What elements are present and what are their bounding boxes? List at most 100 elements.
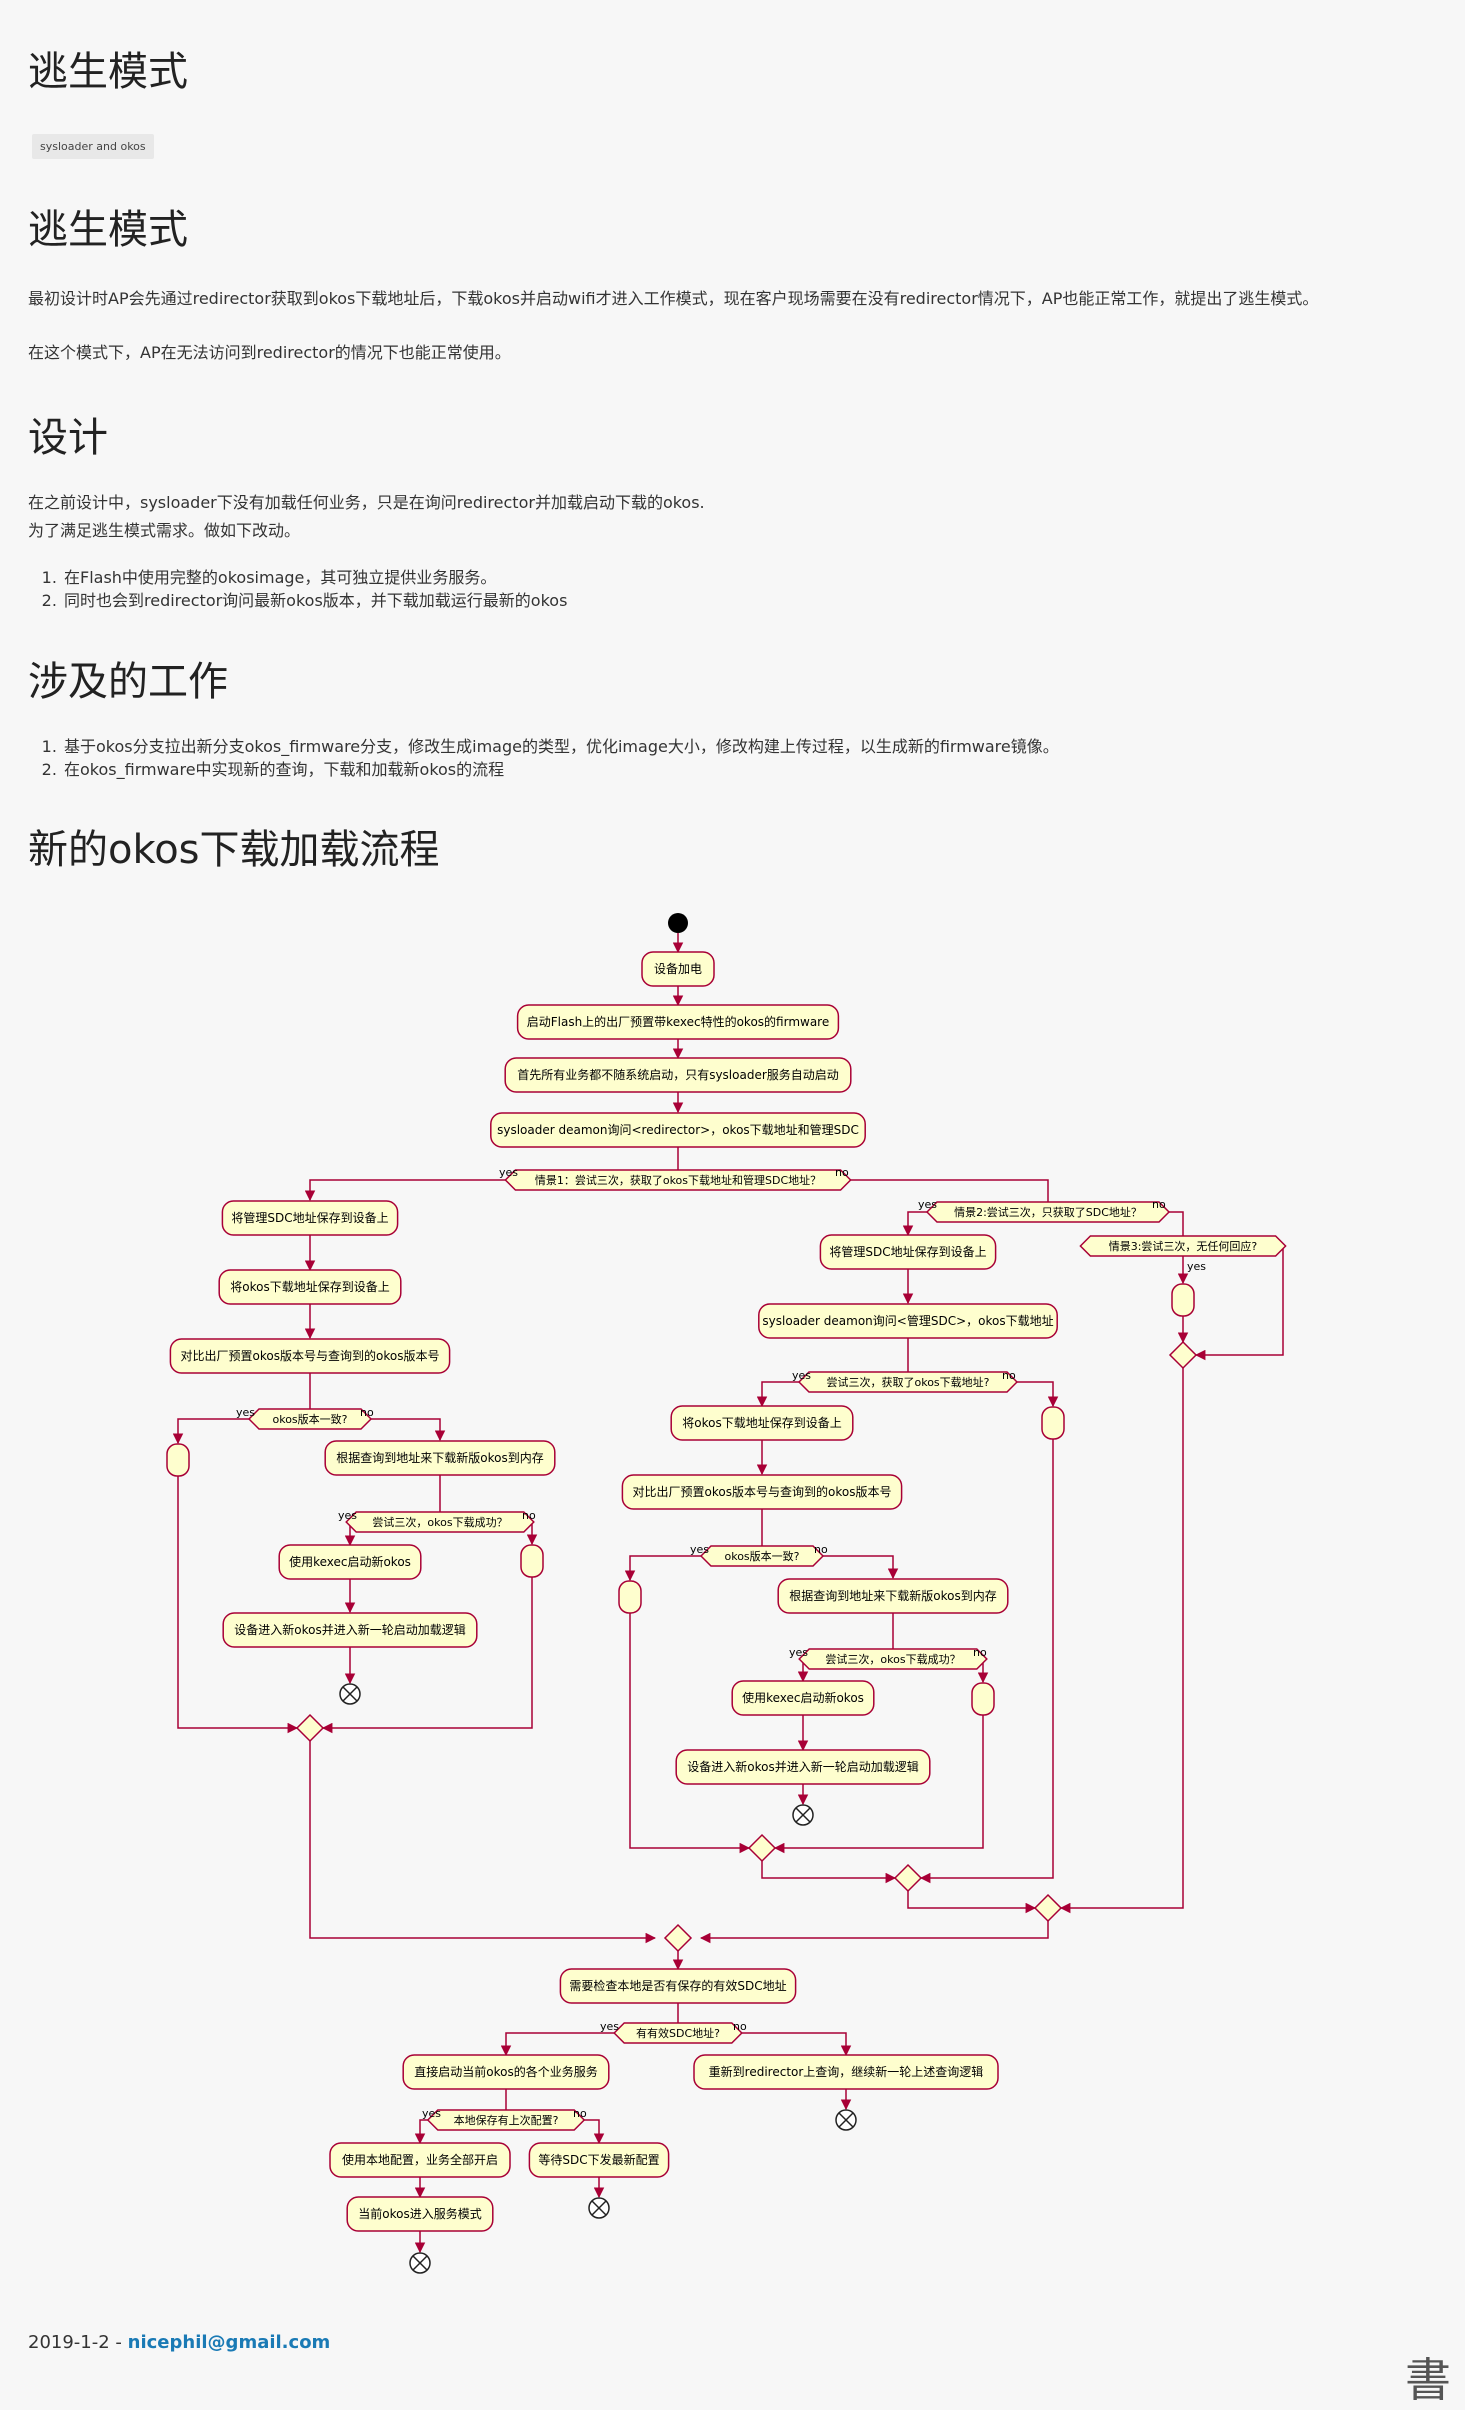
empty-activity: [1041, 1406, 1065, 1440]
activity-l_save_sdc: [221, 1200, 399, 1236]
branch-label: yes: [792, 1369, 811, 1382]
decision-l_d_version: [247, 1408, 373, 1430]
decision-d1: [504, 1169, 852, 1191]
activity-label: 需要检查本地是否有保存的有效SDC地址: [569, 1978, 786, 1993]
branch-label: no: [814, 1543, 828, 1556]
merge-diamond: [747, 1833, 777, 1863]
activity-label: 设备进入新okos并进入新一轮启动加载逻辑: [234, 1622, 465, 1637]
branch-label: yes: [690, 1543, 709, 1556]
branch-label: no: [1002, 1369, 1016, 1382]
branch-label: yes: [600, 2020, 619, 2033]
work-list: 基于okos分支拉出新分支okos_firmware分支，修改生成image的类…: [28, 735, 1059, 781]
branch-label: no: [973, 1646, 987, 1659]
activity-l_kexec: [278, 1544, 422, 1580]
decision-d_config: [426, 2109, 586, 2131]
decision-label: okos版本一致?: [724, 1549, 799, 1563]
activity-label: 当前okos进入服务模式: [358, 2206, 481, 2221]
decision-m_d_try2: [798, 1648, 988, 1670]
merge-diamond: [663, 1923, 693, 1953]
decision-d_sdc: [613, 2022, 743, 2044]
activity-m_newboot: [675, 1749, 931, 1785]
merge-diamond: [893, 1863, 923, 1893]
decision-label: 情景1：尝试三次，获取了okos下载地址和管理SDC地址？: [535, 1173, 821, 1187]
decision-label: 本地保存有上次配置?: [454, 2113, 559, 2127]
decision-label: 尝试三次，获取了okos下载地址?: [826, 1375, 989, 1389]
footer-email-link[interactable]: nicephil@gmail.com: [127, 2332, 331, 2353]
activity-l_save_okos: [218, 1269, 402, 1305]
activity-power_on: [641, 951, 715, 987]
empty-activity: [1171, 1283, 1195, 1317]
activity-label: sysloader deamon询问<redirector>，okos下载地址和…: [497, 1122, 859, 1137]
decision-label: 尝试三次，okos下载成功？: [825, 1652, 960, 1666]
activity-label: 启动Flash上的出厂预置带kexec特性的okos的firmware: [527, 1014, 830, 1029]
branch-label: yes: [236, 1406, 255, 1419]
footer-separator: -: [109, 2332, 128, 2353]
section-heading-escape: 逃生模式: [28, 207, 188, 253]
branch-label: yes: [499, 1166, 518, 1179]
activity-label: 根据查询到地址来下载新版okos到内存: [789, 1588, 996, 1603]
merge-diamond: [1033, 1893, 1063, 1923]
activity-label: 设备加电: [654, 962, 702, 976]
decision-m_d_try: [797, 1371, 1019, 1393]
activity-check_sdc: [559, 1968, 797, 2004]
activity-m_daemon_sdc: [758, 1303, 1058, 1339]
escape-paragraph-1: 最初设计时AP会先通过redirector获取到okos下载地址后，下载okos…: [28, 289, 1319, 308]
activity-label: 对比出厂预置okos版本号与查询到的okos版本号: [181, 1348, 440, 1363]
activity-label: 使用kexec启动新okos: [742, 1690, 864, 1705]
activity-m_compare: [621, 1474, 903, 1510]
activity-requery: [693, 2054, 999, 2090]
activity-label: 将okos下载地址保存到设备上: [230, 1280, 389, 1294]
activity-l_newboot: [222, 1612, 478, 1648]
branch-label: yes: [1187, 1260, 1206, 1273]
branch-label: yes: [789, 1646, 808, 1659]
activity-label: 对比出厂预置okos版本号与查询到的okos版本号: [633, 1484, 892, 1499]
list-item: 在okos_firmware中实现新的查询，下载和加载新okos的流程: [62, 758, 1059, 781]
activity-l_download: [324, 1440, 556, 1476]
merge-diamond: [1168, 1340, 1198, 1370]
design-paragraph-2: 为了满足逃生模式需求。做如下改动。: [28, 521, 301, 540]
branch-label: yes: [422, 2107, 441, 2120]
list-item: 同时也会到redirector询问最新okos版本，并下载加载运行最新的okos: [62, 589, 567, 612]
branch-label: yes: [918, 1198, 937, 1211]
activity-label: 将okos下载地址保存到设备上: [682, 1416, 841, 1430]
design-list: 在Flash中使用完整的okosimage，其可独立提供业务服务。 同时也会到r…: [28, 566, 567, 612]
activity-label: 将管理SDC地址保存到设备上: [231, 1210, 388, 1225]
activity-label: 使用本地配置，业务全部开启: [342, 2152, 498, 2167]
branch-label: yes: [338, 1509, 357, 1522]
activity-use_local: [329, 2142, 511, 2178]
activity-label: 等待SDC下发最新配置: [538, 2152, 659, 2167]
start-node: [668, 913, 688, 933]
activity-boot_flash: [516, 1004, 840, 1040]
design-paragraph-1: 在之前设计中，sysloader下没有加载任何业务，只是在询问redirecto…: [28, 493, 705, 512]
section-heading-design: 设计: [28, 415, 108, 461]
footer-date: 2019-1-2: [28, 2332, 110, 2353]
tag-badge[interactable]: sysloader and okos: [32, 134, 154, 159]
decision-l_d_try: [345, 1511, 535, 1533]
activity-m_download: [777, 1578, 1009, 1614]
activity-label: 将管理SDC地址保存到设备上: [829, 1244, 986, 1259]
branch-label: no: [835, 1166, 849, 1179]
activity-daemon_query: [490, 1112, 866, 1148]
activity-start_services: [402, 2054, 610, 2090]
decision-m_d_version: [699, 1545, 825, 1567]
branch-label: no: [733, 2020, 747, 2033]
section-heading-flow: 新的okos下载加载流程: [28, 827, 440, 873]
escape-paragraph-2: 在这个模式下，AP在无法访问到redirector的情况下也能正常使用。: [28, 343, 511, 362]
activity-label: 根据查询到地址来下载新版okos到内存: [336, 1450, 543, 1465]
branch-label: no: [1152, 1198, 1166, 1211]
activity-label: 首先所有业务都不随系统启动，只有sysloader服务自动启动: [517, 1067, 839, 1082]
list-item: 基于okos分支拉出新分支okos_firmware分支，修改生成image的类…: [62, 735, 1059, 758]
activity-services_off: [504, 1057, 852, 1093]
decision-d3: [1079, 1235, 1287, 1257]
footer: 2019-1-2 - nicephil@gmail.com: [28, 2332, 330, 2353]
decision-label: okos版本一致?: [272, 1412, 347, 1426]
decision-label: 尝试三次，okos下载成功？: [372, 1515, 507, 1529]
activity-m_save_okos: [670, 1405, 854, 1441]
empty-activity: [166, 1443, 190, 1477]
merge-diamond: [295, 1713, 325, 1743]
decision-label: 情景3:尝试三次，无任何回应?: [1109, 1239, 1258, 1253]
activity-label: 重新到redirector上查询，继续新一轮上述查询逻辑: [709, 2064, 984, 2079]
activity-label: 直接启动当前okos的各个业务服务: [414, 2064, 597, 2079]
decision-label: 有有效SDC地址?: [636, 2026, 720, 2040]
